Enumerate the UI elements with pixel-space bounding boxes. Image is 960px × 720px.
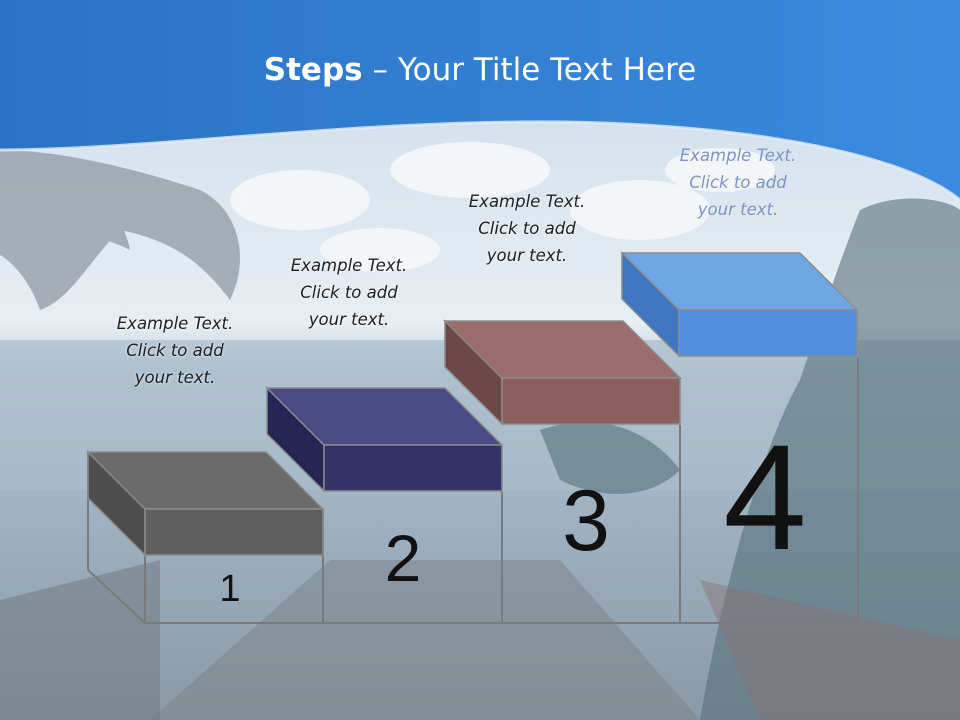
caption-line: Click to add bbox=[300, 283, 398, 302]
step-4-caption[interactable]: Example Text. Click to add your text. bbox=[653, 142, 823, 223]
step-blocks bbox=[86, 251, 859, 557]
caption-line: your text. bbox=[697, 200, 779, 219]
step-1-block[interactable] bbox=[86, 450, 325, 557]
block-front-face bbox=[678, 309, 858, 357]
title-bold: Steps bbox=[263, 52, 363, 88]
step-1-number: 1 bbox=[219, 568, 241, 610]
caption-line: your text. bbox=[308, 310, 390, 329]
step-3-block[interactable] bbox=[443, 319, 682, 426]
caption-line: Click to add bbox=[689, 173, 787, 192]
block-front-face bbox=[501, 377, 681, 425]
caption-line: Example Text. bbox=[679, 146, 797, 165]
block-front-face bbox=[323, 444, 503, 492]
step-2-caption[interactable]: Example Text. Click to add your text. bbox=[264, 252, 434, 333]
step-3-number: 3 bbox=[562, 473, 610, 569]
step-2-number: 2 bbox=[384, 521, 422, 595]
title-text: Your Title Text Here bbox=[397, 52, 697, 88]
caption-line: Example Text. bbox=[290, 256, 408, 275]
caption-line: Click to add bbox=[126, 341, 224, 360]
step-4-number: 4 bbox=[723, 413, 807, 581]
step-3-caption[interactable]: Example Text. Click to add your text. bbox=[442, 188, 612, 269]
step-4-block[interactable] bbox=[620, 251, 859, 358]
caption-line: your text. bbox=[134, 368, 216, 387]
trees-right bbox=[540, 198, 960, 720]
clouds bbox=[230, 142, 775, 272]
caption-line: your text. bbox=[486, 246, 568, 265]
slide-title[interactable]: Steps – Your Title Text Here bbox=[0, 52, 960, 88]
step-1-caption[interactable]: Example Text. Click to add your text. bbox=[90, 310, 260, 391]
header-band bbox=[0, 0, 960, 200]
title-separator: – bbox=[362, 52, 398, 88]
caption-line: Example Text. bbox=[468, 192, 586, 211]
block-front-face bbox=[144, 508, 324, 556]
step-2-block[interactable] bbox=[265, 386, 504, 493]
boardwalk bbox=[0, 560, 960, 720]
palm-leaves bbox=[0, 150, 240, 310]
caption-line: Example Text. bbox=[116, 314, 234, 333]
caption-line: Click to add bbox=[478, 219, 576, 238]
